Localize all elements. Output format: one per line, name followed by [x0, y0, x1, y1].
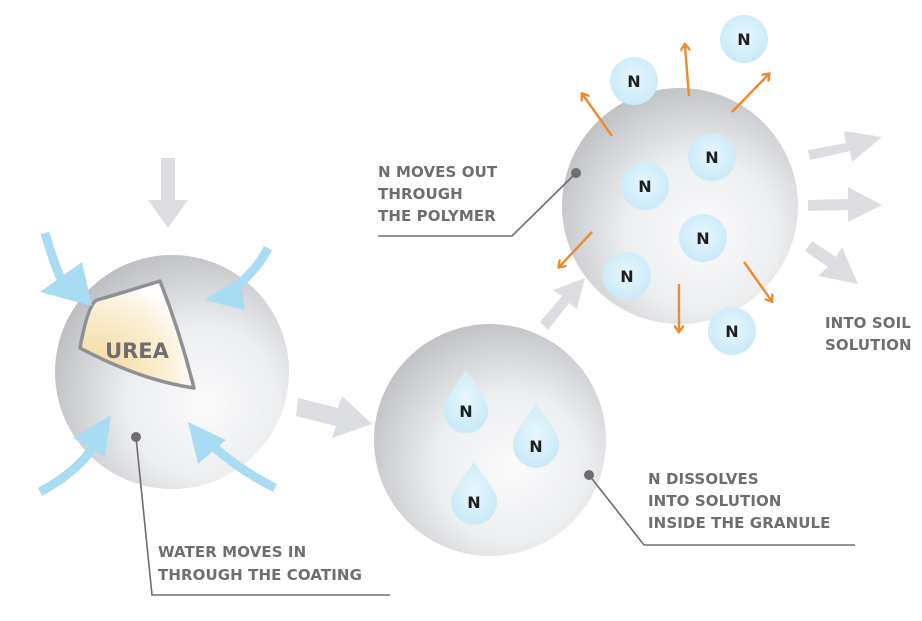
outlet-caption-line-1: INTO SOIL [825, 314, 911, 332]
n-droplet: N [444, 370, 488, 434]
urea-label: UREA [105, 339, 170, 363]
n-particles: N N N N N N N [603, 15, 768, 355]
n-label: N [620, 267, 633, 286]
leader-line [135, 436, 390, 596]
orange-arrow [731, 75, 768, 113]
n-droplet: N [513, 404, 559, 468]
stage2-granule: N N N [374, 324, 606, 556]
n-particle: N [720, 15, 768, 63]
water-arrow-top-right-head [204, 278, 245, 310]
n-label: N [725, 322, 738, 341]
n-particle: N [688, 133, 736, 181]
gray-arrow-to-stage2 [296, 396, 372, 438]
stage1-caption-line-2: THROUGH THE COATING [158, 566, 362, 584]
stage3-caption-line-1: N MOVES OUT [378, 163, 498, 181]
n-label: N [529, 437, 542, 456]
soil-arrow-upper [808, 131, 882, 162]
n-particle: N [610, 57, 658, 105]
stage2-caption-line-2: INTO SOLUTION [648, 492, 782, 510]
n-label: N [705, 148, 718, 167]
stage3-caption-line-2: THROUGH [378, 185, 463, 203]
gray-arrow-down [148, 158, 188, 228]
stage3-caption-line-3: THE POLYMER [378, 207, 496, 225]
stage1-leader [131, 432, 390, 596]
leader-line [588, 474, 855, 546]
urea-core [78, 279, 196, 390]
n-particle: N [621, 162, 669, 210]
orange-arrow [743, 261, 771, 300]
orange-arrows [560, 46, 771, 330]
granule-sphere [374, 324, 606, 556]
stage1-granule: UREA [55, 255, 289, 489]
leader-line [378, 172, 577, 237]
n-particle: N [603, 252, 651, 300]
n-label: N [696, 229, 709, 248]
stage1-caption-line-1: WATER MOVES IN [158, 543, 306, 561]
outlet-caption-line-2: SOLUTION [825, 336, 912, 354]
orange-arrow [583, 95, 613, 137]
soil-arrows [805, 131, 882, 284]
n-droplet: N [451, 462, 497, 525]
n-label: N [459, 402, 472, 421]
orange-arrow [685, 46, 689, 97]
stage2-caption-line-3: INSIDE THE GRANULE [648, 514, 831, 532]
water-arrow-bottom-left-head [73, 415, 111, 457]
water-arrow-bottom-right [212, 444, 278, 493]
water-arrow-bottom-left [37, 441, 99, 496]
stage3-leader [378, 168, 581, 237]
n-label: N [737, 30, 750, 49]
n-label: N [638, 177, 651, 196]
n-label: N [467, 493, 480, 512]
soil-arrow-middle [808, 187, 882, 222]
n-label: N [627, 72, 640, 91]
stage2-caption-line-1: N DISSOLVES [648, 470, 759, 488]
n-particle: N [679, 214, 727, 262]
gray-arrow-to-stage3 [540, 278, 585, 330]
n-particle: N [708, 307, 756, 355]
water-arrow-top-left-head [40, 262, 92, 306]
water-arrows [37, 231, 278, 496]
water-arrow-bottom-right-head [188, 422, 226, 464]
orange-arrow [560, 231, 593, 266]
stage2-leader [584, 470, 855, 546]
soil-arrow-lower [805, 241, 858, 284]
